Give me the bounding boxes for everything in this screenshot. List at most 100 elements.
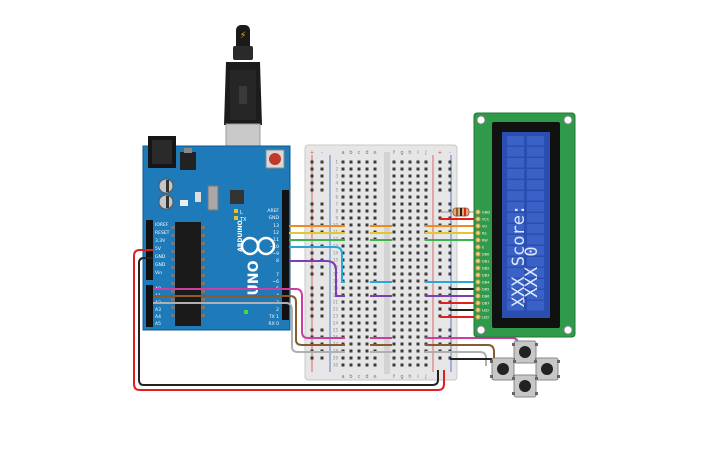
breadboard-hole[interactable] <box>448 244 452 248</box>
breadboard-hole[interactable] <box>310 307 314 311</box>
lcd-pin[interactable] <box>475 286 481 292</box>
breadboard-hole[interactable] <box>310 174 314 178</box>
breadboard-hole[interactable] <box>392 307 396 311</box>
breadboard-hole[interactable] <box>373 195 377 199</box>
breadboard-hole[interactable] <box>341 244 345 248</box>
breadboard-hole[interactable] <box>373 265 377 269</box>
breadboard-hole[interactable] <box>357 356 361 360</box>
breadboard-hole[interactable] <box>365 167 369 171</box>
wire-brown[interactable] <box>153 295 345 346</box>
breadboard-hole[interactable] <box>400 286 404 290</box>
breadboard-hole[interactable] <box>357 314 361 318</box>
breadboard-hole[interactable] <box>392 349 396 353</box>
wire-black-power[interactable] <box>138 257 439 386</box>
breadboard-hole[interactable] <box>408 174 412 178</box>
breadboard-hole[interactable] <box>320 293 324 297</box>
breadboard-hole[interactable] <box>408 160 412 164</box>
breadboard-hole[interactable] <box>392 174 396 178</box>
breadboard-hole[interactable] <box>400 244 404 248</box>
breadboard-hole[interactable] <box>400 174 404 178</box>
breadboard-hole[interactable] <box>310 265 314 269</box>
breadboard-hole[interactable] <box>357 160 361 164</box>
breadboard-hole[interactable] <box>357 279 361 283</box>
breadboard-hole[interactable] <box>365 251 369 255</box>
breadboard-hole[interactable] <box>438 167 442 171</box>
breadboard-hole[interactable] <box>416 321 420 325</box>
breadboard-hole[interactable] <box>424 216 428 220</box>
breadboard-hole[interactable] <box>438 328 442 332</box>
breadboard-hole[interactable] <box>408 293 412 297</box>
breadboard-hole[interactable] <box>392 328 396 332</box>
breadboard-hole[interactable] <box>400 314 404 318</box>
breadboard-hole[interactable] <box>373 258 377 262</box>
breadboard-hole[interactable] <box>392 230 396 234</box>
breadboard-hole[interactable] <box>408 167 412 171</box>
breadboard-hole[interactable] <box>349 195 353 199</box>
lcd-pin[interactable] <box>475 265 481 271</box>
breadboard-hole[interactable] <box>400 328 404 332</box>
lcd-pin[interactable] <box>475 216 481 222</box>
breadboard-hole[interactable] <box>392 272 396 276</box>
breadboard-hole[interactable] <box>408 363 412 367</box>
breadboard-hole[interactable] <box>349 307 353 311</box>
wire-brown-btn[interactable] <box>425 344 495 362</box>
breadboard-hole[interactable] <box>365 195 369 199</box>
breadboard-hole[interactable] <box>400 342 404 346</box>
breadboard-hole[interactable] <box>400 307 404 311</box>
breadboard-hole[interactable] <box>392 160 396 164</box>
breadboard-hole[interactable] <box>320 265 324 269</box>
breadboard-hole[interactable] <box>424 209 428 213</box>
breadboard-hole[interactable] <box>365 265 369 269</box>
breadboard-hole[interactable] <box>349 251 353 255</box>
breadboard-hole[interactable] <box>320 209 324 213</box>
breadboard-hole[interactable] <box>416 237 420 241</box>
lcd-pin[interactable] <box>475 209 481 215</box>
breadboard-hole[interactable] <box>416 167 420 171</box>
breadboard-hole[interactable] <box>400 195 404 199</box>
breadboard-hole[interactable] <box>400 251 404 255</box>
breadboard-hole[interactable] <box>349 258 353 262</box>
breadboard-hole[interactable] <box>448 272 452 276</box>
breadboard-hole[interactable] <box>408 202 412 206</box>
breadboard-hole[interactable] <box>408 321 412 325</box>
breadboard-hole[interactable] <box>408 258 412 262</box>
breadboard-hole[interactable] <box>349 363 353 367</box>
breadboard-hole[interactable] <box>320 202 324 206</box>
breadboard-hole[interactable] <box>341 251 345 255</box>
breadboard-hole[interactable] <box>408 272 412 276</box>
breadboard-hole[interactable] <box>392 286 396 290</box>
wire-red-power[interactable] <box>133 249 445 391</box>
breadboard-hole[interactable] <box>310 216 314 220</box>
left-button[interactable] <box>490 357 516 381</box>
breadboard-hole[interactable] <box>357 272 361 276</box>
breadboard-hole[interactable] <box>357 258 361 262</box>
breadboard-hole[interactable] <box>320 356 324 360</box>
up-button[interactable] <box>512 340 538 364</box>
lcd-pin[interactable] <box>475 251 481 257</box>
lcd-pin[interactable] <box>475 279 481 285</box>
breadboard-hole[interactable] <box>416 209 420 213</box>
breadboard-hole[interactable] <box>320 167 324 171</box>
breadboard-hole[interactable] <box>392 195 396 199</box>
breadboard-hole[interactable] <box>357 181 361 185</box>
breadboard-hole[interactable] <box>349 300 353 304</box>
breadboard-hole[interactable] <box>349 244 353 248</box>
breadboard-hole[interactable] <box>408 251 412 255</box>
breadboard-hole[interactable] <box>448 251 452 255</box>
breadboard-hole[interactable] <box>408 286 412 290</box>
breadboard-hole[interactable] <box>373 272 377 276</box>
breadboard-hole[interactable] <box>400 258 404 262</box>
breadboard-hole[interactable] <box>373 286 377 290</box>
breadboard-hole[interactable] <box>373 188 377 192</box>
breadboard-hole[interactable] <box>373 251 377 255</box>
breadboard-hole[interactable] <box>416 195 420 199</box>
breadboard-hole[interactable] <box>373 363 377 367</box>
breadboard-hole[interactable] <box>392 209 396 213</box>
breadboard-hole[interactable] <box>365 328 369 332</box>
breadboard-hole[interactable] <box>448 167 452 171</box>
wire-gray-btn[interactable] <box>425 351 487 366</box>
breadboard-hole[interactable] <box>365 300 369 304</box>
breadboard-hole[interactable] <box>357 349 361 353</box>
breadboard-hole[interactable] <box>341 328 345 332</box>
breadboard-hole[interactable] <box>365 209 369 213</box>
